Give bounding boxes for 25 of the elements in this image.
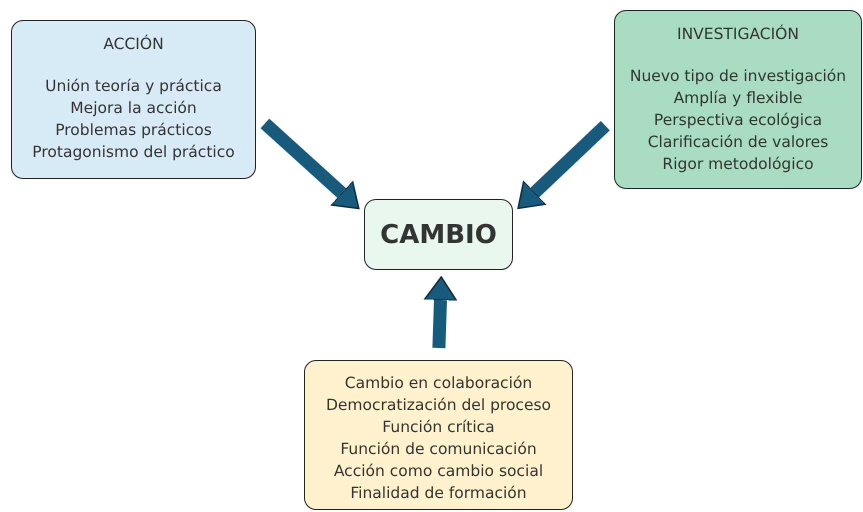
list-item: Perspectiva ecológica	[654, 110, 822, 131]
list-item: Protagonismo del práctico	[32, 142, 235, 163]
list-item: Acción como cambio social	[334, 461, 544, 482]
list-item: Problemas prácticos	[55, 120, 212, 141]
list-item: Mejora la acción	[70, 98, 197, 119]
text-box	[614, 10, 862, 189]
text-box	[364, 199, 513, 270]
block-arrow	[517, 120, 610, 210]
text-box	[304, 360, 573, 510]
list-item: Unión teoría y práctica	[45, 76, 222, 97]
block-arrow	[424, 276, 458, 348]
center-title: CAMBIO	[380, 220, 497, 250]
block-arrow	[260, 118, 360, 210]
list-item: Función de comunicación	[340, 439, 537, 460]
list-item: Nuevo tipo de investigación	[630, 66, 846, 87]
list-item: Democratización del proceso	[326, 395, 552, 416]
box-heading: INVESTIGACIÓN	[677, 24, 799, 45]
list-item: Finalidad de formación	[350, 483, 527, 504]
text-box	[11, 20, 256, 179]
list-item: Amplía y flexible	[674, 88, 802, 109]
list-item: Función crítica	[382, 417, 495, 438]
list-item: Clarificación de valores	[648, 132, 828, 153]
list-item: Rigor metodológico	[662, 154, 814, 175]
box-heading: ACCIÓN	[103, 34, 164, 55]
list-item: Cambio en colaboración	[344, 373, 532, 394]
